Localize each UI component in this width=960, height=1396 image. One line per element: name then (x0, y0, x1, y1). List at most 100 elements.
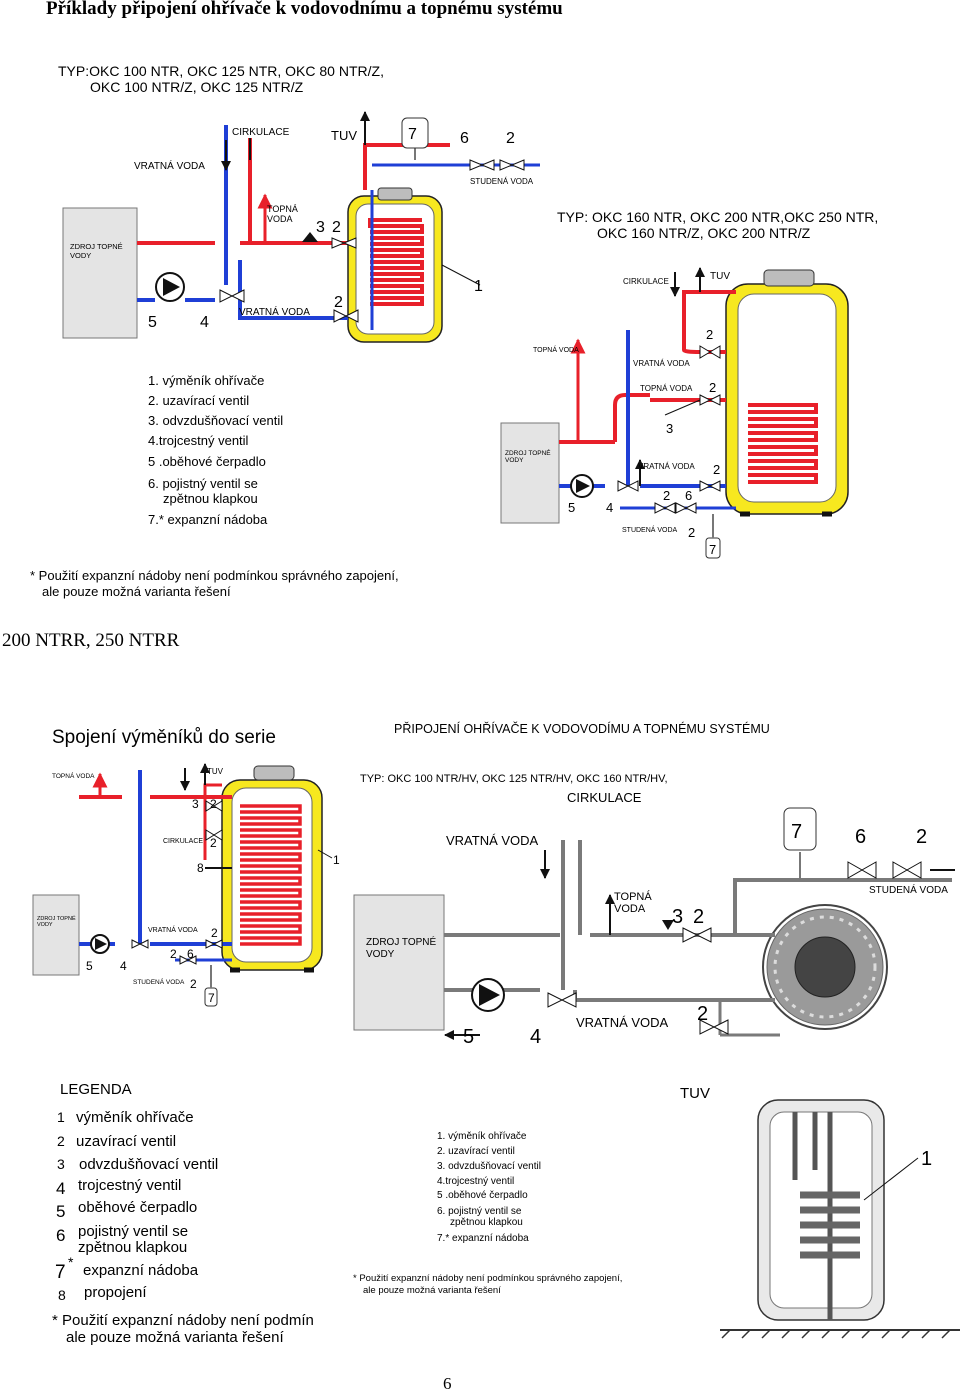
d1-n3: 3 (316, 219, 325, 236)
ls1-item-2: 2. uzavírací ventil (148, 393, 249, 408)
lb-num-7: 7 (55, 1262, 66, 1283)
d2-vratna2: VRATNÁ VODA (638, 462, 695, 471)
d2-n7: 7 (709, 542, 716, 557)
d4-vertical-tank-coil (800, 1191, 860, 1259)
lb-footnote1: * Použití expanzní nádoby není podmín (52, 1312, 314, 1329)
d3-n7: 7 (208, 991, 215, 1005)
d2-n2b: 2 (709, 380, 716, 395)
d2-tuv: TUV (710, 271, 730, 282)
d4-pointer-1 (863, 1157, 919, 1201)
d4-studena: STUDENÁ VODA (869, 883, 948, 896)
d1-pointer-1 (441, 264, 481, 286)
ls2-footnote1: * Použití expanzní nádoby není podmínkou… (353, 1273, 622, 1284)
lb-footnote2: ale pouze možná varianta řešení (66, 1329, 284, 1346)
d4-pump-symbol (479, 984, 500, 1006)
lb-num-1: 1 (57, 1109, 65, 1125)
d4-topna2: VODA (614, 903, 646, 915)
d2-vratna: VRATNÁ VODA (633, 359, 690, 368)
ls1-footnote2: ale pouze možná varianta řešení (42, 584, 231, 599)
d2-valve-cold (654, 502, 676, 514)
page-title: Příklady připojení ohřívače k vodovodním… (46, 0, 563, 19)
d2-n6: 6 (685, 488, 692, 503)
d3-heat-exchanger-coil (240, 804, 302, 946)
d1-studena: STUDENÁ VODA (470, 177, 534, 186)
d1-n1: 1 (474, 278, 483, 295)
d2-cirkulace: CIRKULACE (623, 277, 669, 286)
d4-n2a: 2 (916, 826, 927, 848)
d3-zdroj2: VODY (37, 922, 53, 928)
d1-zdroj2: VODY (70, 251, 91, 260)
ls1-item-6b: zpětnou klapkou (163, 491, 258, 506)
d1-heat-exchanger-coil (368, 218, 424, 306)
legend-big: LEGENDA 1 výměník ohřívače 2 uzavírací v… (52, 1081, 314, 1346)
d1-n6: 6 (460, 130, 469, 147)
d2-hot-riser (613, 393, 650, 442)
d3-pump-symbol (95, 938, 107, 950)
d4-n5: 5 (463, 1026, 474, 1048)
d2-topna: TOPNÁ VODA (533, 345, 579, 354)
d3-n2a: 2 (210, 797, 217, 811)
d4-valve-supply (682, 927, 712, 943)
d4-expansion-vessel (783, 807, 817, 851)
d2-n2d: 2 (663, 488, 670, 503)
d1-vratna: VRATNÁ VODA (134, 159, 205, 172)
legend-small-1: 1. výměník ohřívače 2. uzavírací ventil … (30, 373, 399, 599)
d4-safety-valve (847, 861, 877, 879)
d2-topna2: TOPNÁ VODA (640, 384, 693, 393)
lb-text-5: oběhové čerpadlo (78, 1199, 197, 1216)
d1-tuv-pipe (363, 143, 450, 190)
d4-n4: 4 (530, 1026, 541, 1048)
d4-n1: 1 (921, 1148, 932, 1170)
d2-n3: 3 (666, 421, 673, 436)
d3-n2c: 2 (211, 926, 218, 940)
ls2-footnote2: ale pouze možná varianta řešení (363, 1285, 501, 1296)
d3-tank-inner (231, 787, 313, 963)
ls1-item-1: 1. výměník ohřívače (148, 373, 264, 388)
d2-safety-valve (675, 502, 697, 514)
d3-cirkulace: CIRKULACE (163, 838, 203, 845)
d4-three-way-valve (547, 992, 577, 1008)
diagram-2: TYP: OKC 160 NTR, OKC 200 NTR,OKC 250 NT… (500, 209, 878, 559)
d3-tuv: TUV (207, 767, 224, 776)
lb-text-6b: zpětnou klapkou (78, 1239, 187, 1256)
d3-pointer-1 (317, 849, 333, 859)
ls2-item-6: 6. pojistný ventil se (437, 1206, 522, 1217)
lb-text-2: uzavírací ventil (76, 1133, 176, 1150)
d2-valve-tuv (699, 345, 721, 359)
section-title: 200 NTRR, 250 NTRR (2, 630, 180, 651)
ls1-item-7: 7.* expanzní nádoba (148, 512, 268, 527)
d4-type-line: TYP: OKC 100 NTR/HV, OKC 125 NTR/HV, OKC… (360, 773, 668, 785)
d2-studena: STUDENÁ VODA (622, 525, 678, 534)
ls2-item-7: 7.* expanzní nádoba (437, 1233, 529, 1244)
d2-tank-cap (763, 269, 815, 287)
d1-valve-supply (331, 237, 357, 249)
ls1-item-3: 3. odvzdušňovací ventil (148, 413, 283, 428)
d4-tuv-pipe (733, 878, 952, 935)
lb-text-3: odvzdušňovací ventil (79, 1156, 218, 1173)
d4-tank-flange (794, 936, 856, 998)
d4-topna1: TOPNÁ (614, 890, 652, 903)
d4-n2b: 2 (693, 906, 704, 928)
d3-vratna: VRATNÁ VODA (148, 925, 198, 934)
lb-num-4: 4 (56, 1179, 65, 1198)
ls2-item-6b: zpětnou klapkou (450, 1217, 523, 1228)
d2-n4: 4 (606, 500, 613, 515)
d1-n7: 7 (408, 126, 417, 143)
d2-type-line2: OKC 160 NTR/Z, OKC 200 NTR/Z (597, 225, 811, 241)
d2-heat-source (500, 422, 560, 524)
d1-topna2: VODA (267, 214, 293, 224)
d4-heat-source (353, 894, 445, 1031)
d4-heading: PŘIPOJENÍ OHŘÍVAČE K VODOVODÍMU A TOPNÉM… (394, 721, 770, 736)
lb-text-7: expanzní nádoba (83, 1262, 199, 1279)
d4-n7: 7 (791, 821, 802, 843)
d3-zdroj1: ZDROJ TOPNÉ (37, 915, 76, 922)
ls1-item-6: 6. pojistný ventil se (148, 476, 258, 491)
d3-n5: 5 (86, 959, 93, 973)
lb-title: LEGENDA (60, 1081, 132, 1098)
d1-cirkulace: CIRKULACE (232, 127, 290, 138)
d3-heat-source (32, 894, 80, 976)
d3-n4: 4 (120, 959, 127, 973)
lb-num-6: 6 (56, 1226, 65, 1245)
d2-n2c: 2 (713, 462, 720, 477)
